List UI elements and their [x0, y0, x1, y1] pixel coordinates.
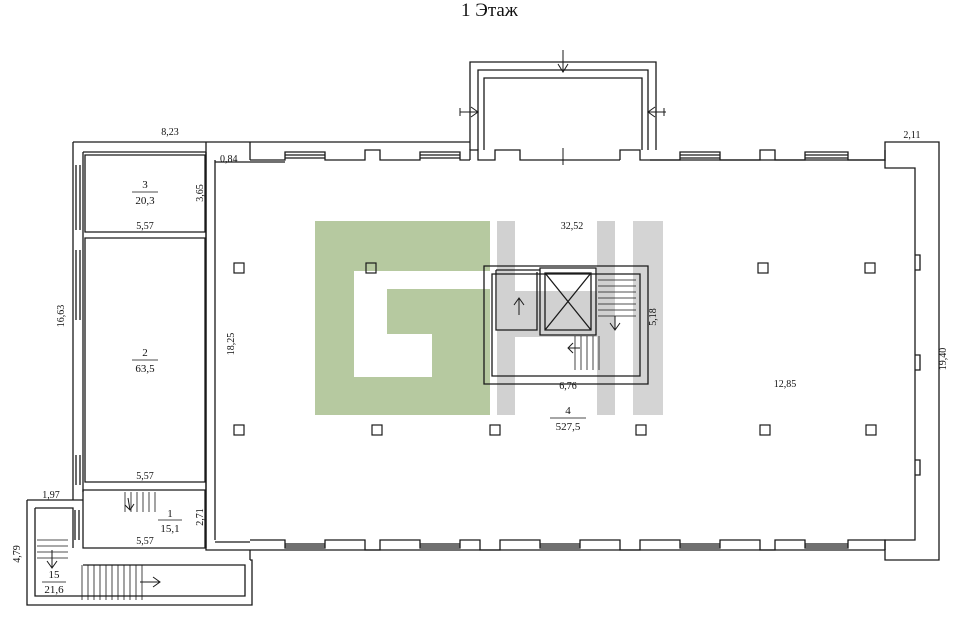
dimension-label: 16,63 — [56, 305, 67, 328]
dimension-label: 1,97 — [42, 490, 60, 501]
dimension-label: 8,23 — [161, 127, 179, 138]
dimension-label: 2,71 — [195, 508, 206, 526]
room-area: 527,5 — [556, 421, 581, 433]
columns — [233, 262, 877, 436]
room-number: 15 — [49, 569, 61, 581]
floor-title: 1 Этаж — [461, 0, 518, 21]
watermark-logo — [315, 221, 663, 415]
room-area: 20,3 — [135, 195, 155, 207]
room-number: 2 — [142, 347, 148, 359]
walls — [26, 61, 940, 606]
room-number: 4 — [565, 405, 571, 417]
stair-treads — [37, 279, 636, 600]
dimension-label: 5,57 — [136, 536, 154, 547]
dimension-label: 19,40 — [938, 348, 949, 371]
room-labels: 3 20,3 2 63,5 1 15,1 4 527,5 15 21,6 — [42, 179, 586, 596]
dimension-labels: 8,23 2,11 0,84 5,57 5,57 1,97 5,57 32,52… — [12, 127, 949, 563]
dimension-label: 0,84 — [220, 154, 238, 165]
room-area: 21,6 — [44, 584, 64, 596]
dimension-label: 4,79 — [12, 545, 23, 563]
room-area: 63,5 — [135, 363, 155, 375]
dimension-label: 6,76 — [559, 381, 577, 392]
dimension-label: 5,57 — [136, 471, 154, 482]
dimension-label: 32,52 — [561, 221, 584, 232]
room-number: 1 — [167, 508, 173, 520]
room-area: 15,1 — [160, 523, 179, 535]
dimension-label: 12,85 — [774, 379, 797, 390]
dimension-label: 3,65 — [195, 184, 206, 202]
dimension-label: 5,57 — [136, 221, 154, 232]
dimension-label: 2,11 — [903, 130, 920, 141]
dimension-label: 5,18 — [648, 308, 659, 326]
room-number: 3 — [142, 179, 148, 191]
dimension-label: 18,25 — [226, 333, 237, 356]
arrows — [46, 50, 666, 588]
